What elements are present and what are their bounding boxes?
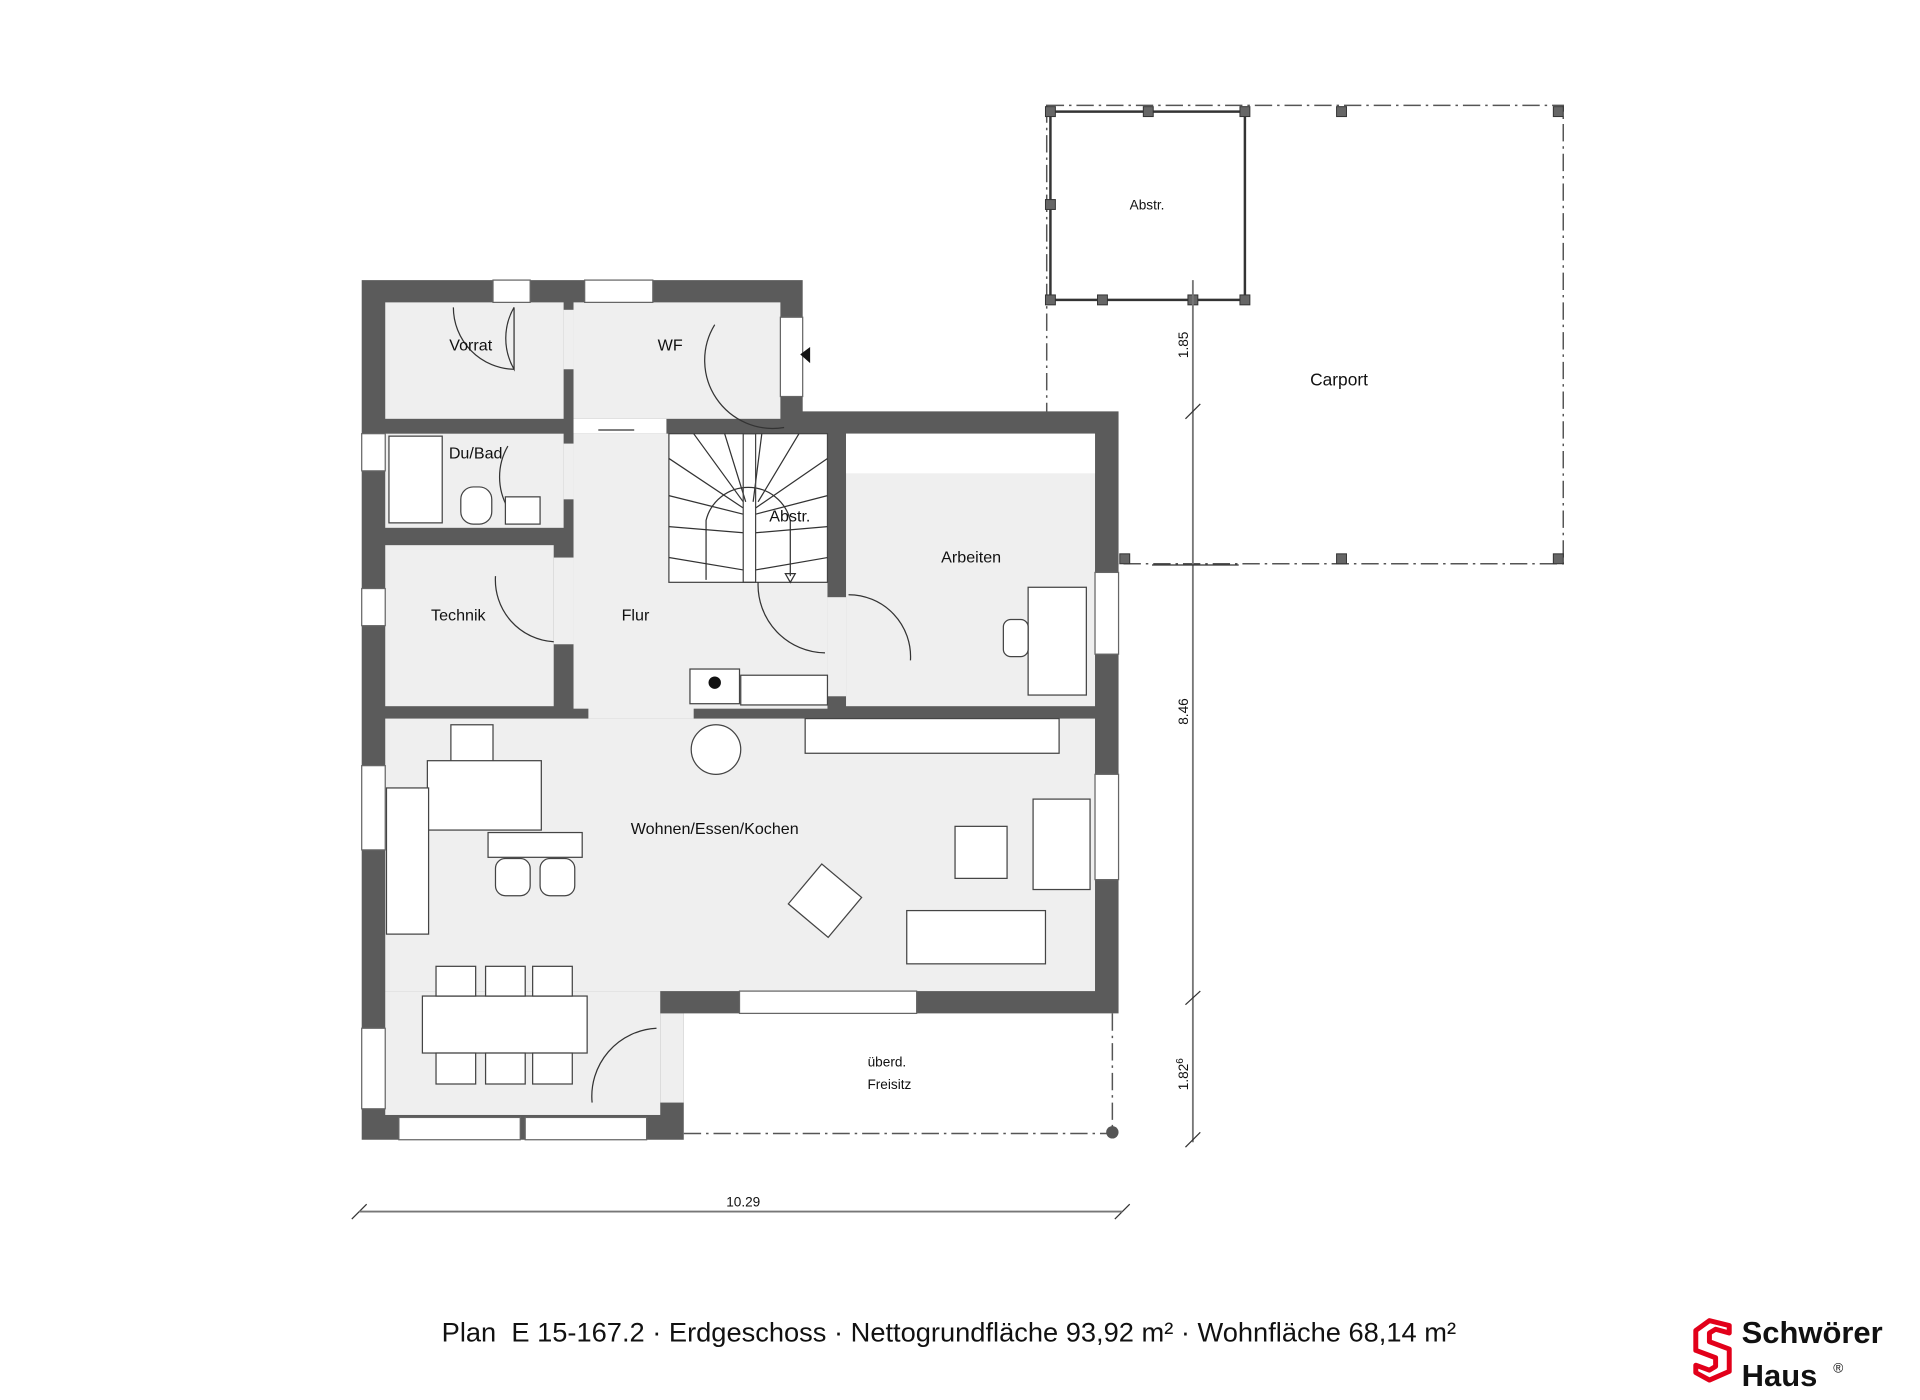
logo-registered-mark: ® [1833,1361,1843,1376]
stair-storage-label: Abstr. [769,508,810,526]
staircase: Abstr. [668,433,829,584]
logo-line1: Schwörer [1742,1315,1883,1350]
entrance-arrow-icon [800,346,811,364]
dim-carport-depth: 1.85 [1176,332,1191,358]
room-label-wf: WF [658,337,683,355]
svg-text:1.826: 1.826 [1175,1058,1191,1091]
room-label-vorrat: Vorrat [449,337,492,355]
room-label-technik: Technik [431,607,487,625]
carport-storage-label: Abstr. [1130,197,1165,212]
plan-caption: Plan E 15-167.2 · Erdgeschoss · Nettogru… [442,1317,1456,1348]
room-label-arbeiten: Arbeiten [941,549,1001,567]
dim-terrace-depth-sup: 6 [1175,1058,1186,1064]
room-label-wohnen: Wohnen/Essen/Kochen [631,820,799,838]
carport-label: Carport [1310,369,1368,389]
schwoerer-haus-logo: Schwörer Haus ® [1693,1315,1883,1393]
dim-terrace-depth: 1.82 [1176,1064,1191,1091]
furniture [385,435,1091,1085]
logo-line2: Haus [1742,1358,1818,1393]
terrace-label-2: Freisitz [867,1077,911,1092]
room-label-flur: Flur [622,607,650,625]
dim-house-depth: 8.46 [1176,698,1191,725]
terrace-label-1: überd. [868,1055,907,1070]
dim-house-width: 10.29 [726,1195,760,1210]
carport: Abstr. Carport [1044,104,1564,565]
terrace: überd. Freisitz [683,1013,1119,1139]
doors [452,307,912,1103]
dimension-lines: 1.85 8.46 1.826 10.29 [351,280,1239,1220]
room-label-dubad: Du/Bad [449,444,503,462]
